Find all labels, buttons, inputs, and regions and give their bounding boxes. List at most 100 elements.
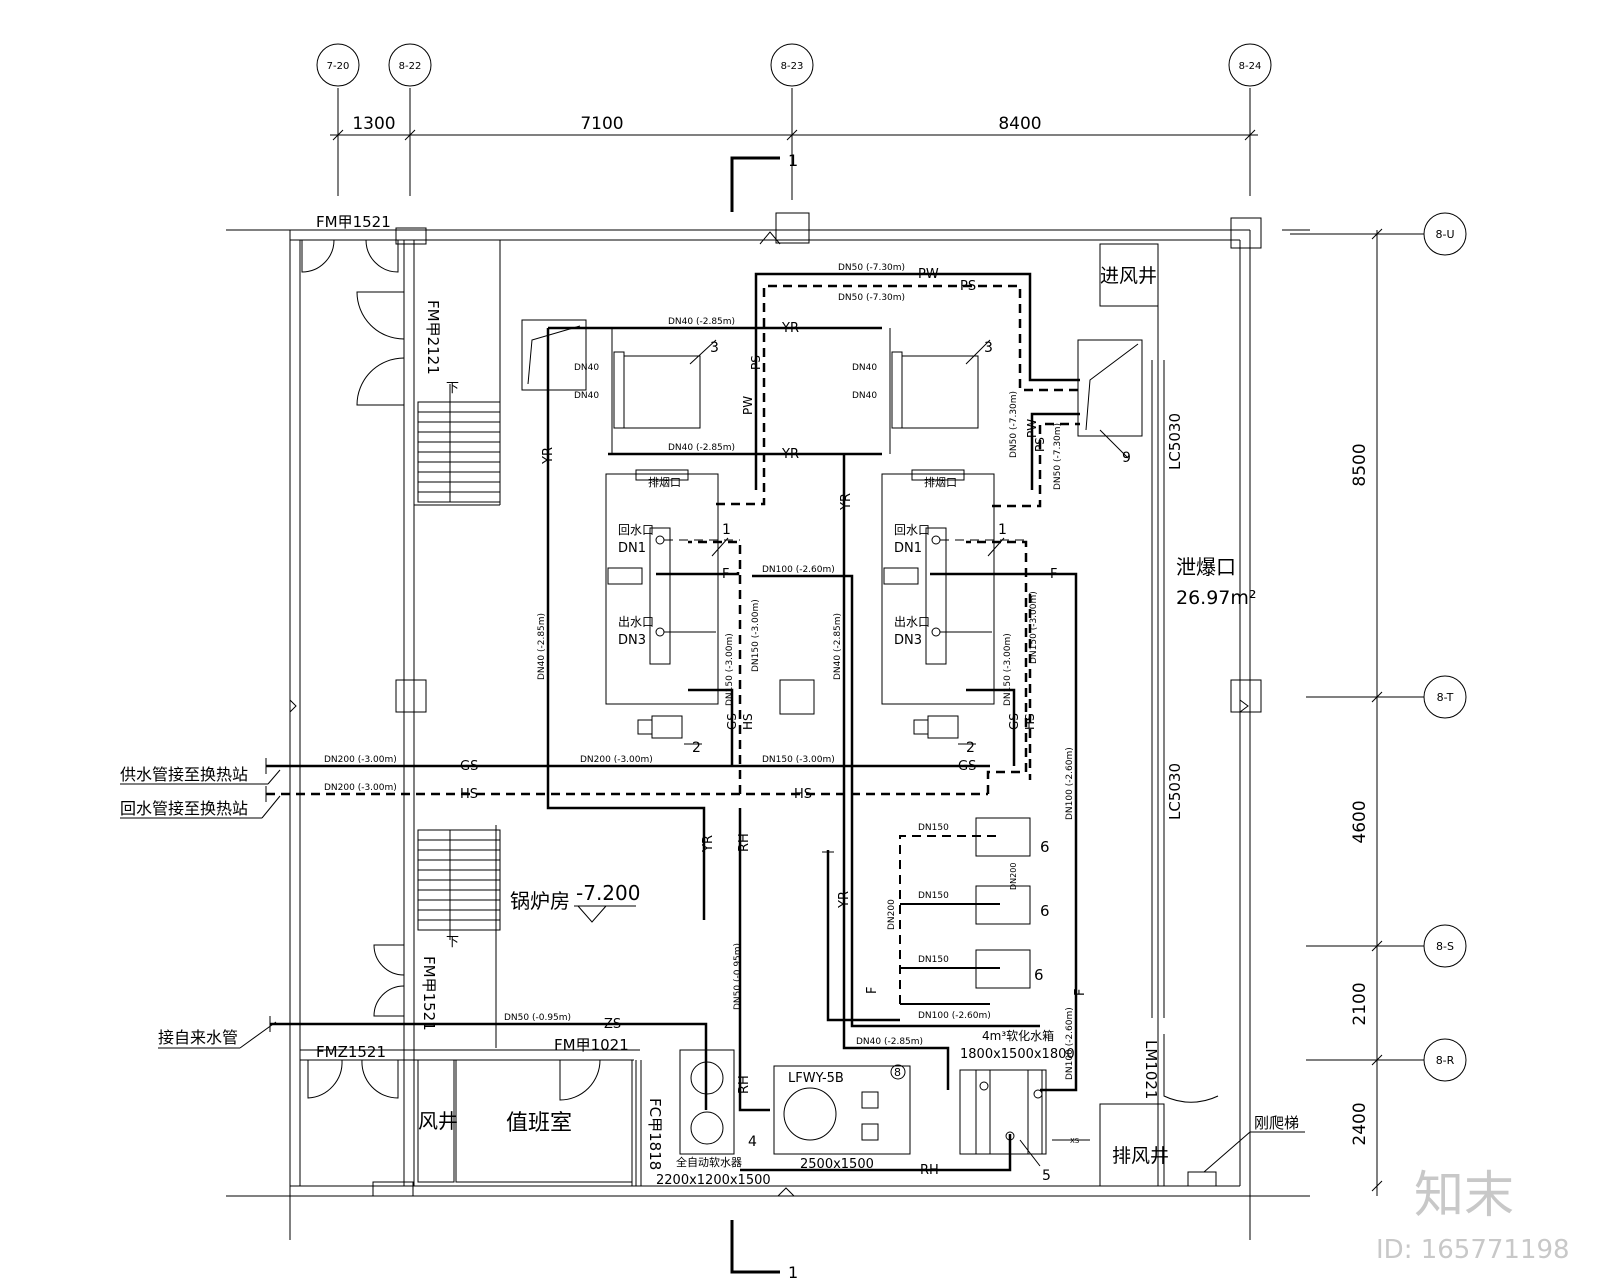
door-label-fmz1521: FMZ1521 — [316, 1043, 386, 1061]
room-vent-shaft: 风井 — [418, 1109, 458, 1133]
pipe-hs-riser-label-2: HS — [1023, 713, 1037, 730]
pipe-f-label-2: F — [1050, 567, 1057, 582]
axis-bubble-8-U — [1423, 212, 1467, 256]
valve-dn40-1: DN40 — [574, 363, 599, 373]
axis-bubble-8-23 — [770, 43, 814, 87]
pipe-hs-label-2: HS — [794, 787, 812, 802]
boiler1-outlet: 出水口 — [618, 615, 654, 629]
pipe-hs-label: HS — [460, 787, 478, 802]
return-to-station-label: 回水管接至换热站 — [120, 799, 248, 818]
pump-dn150-label-1: DN150 — [918, 823, 949, 833]
boiler2-return: 回水口 — [894, 523, 930, 537]
dim-8500: 8500 — [1350, 443, 1370, 486]
chimney-shaft — [1077, 339, 1143, 437]
axis-bubbles-top: 7-20 8-22 8-23 8-24 — [316, 43, 1272, 200]
pipe-pw-size: DN50 (-7.30m) — [838, 263, 905, 273]
pipe-f-size-3: DN100 (-2.60m) — [1065, 1007, 1075, 1080]
pump-dn150-label-2: DN150 — [918, 891, 949, 901]
pipe-yr-branch-label: YR — [701, 835, 716, 853]
pipe-pw-label: PW — [918, 267, 939, 282]
axis-label-8-T: 8-T — [1437, 691, 1454, 704]
pipe-hs-size: DN200 (-3.00m) — [324, 783, 397, 793]
tag-5: 5 — [1042, 1168, 1051, 1184]
valve-dn40-2: DN40 — [574, 391, 599, 401]
pipe-yr-size-1: DN40 (-2.85m) — [668, 317, 735, 327]
external-connections: 供水管接至换热站 回水管接至换热站 接自来水管 — [120, 765, 281, 1049]
dimension-top: 1300 7100 8400 — [330, 114, 1258, 141]
boiler1-return: 回水口 — [618, 523, 654, 537]
pipe-pw-size-2: DN50 (-7.30m) — [1009, 391, 1019, 458]
axis-bubble-8-S — [1423, 924, 1467, 968]
tag-9: 9 — [1122, 450, 1131, 466]
softener-label: 全自动软水器 — [676, 1155, 742, 1169]
lfwy-size: 2500x1500 — [800, 1157, 874, 1172]
pipe-zs-label: ZS — [604, 1017, 621, 1032]
axis-bubble-7-20 — [316, 43, 360, 87]
boiler1-flue: 排烟口 — [648, 475, 681, 489]
stairs: 下下 — [417, 381, 501, 950]
pipe-f-label-1: F — [722, 567, 729, 582]
door-label-lm1021: LM1021 — [1142, 1040, 1160, 1099]
boiler2-outlet: 出水口 — [894, 615, 930, 629]
pipe-yr-mid-size: DN40 (-2.85m) — [833, 613, 843, 680]
water-softener — [679, 1049, 735, 1155]
pipe-rh-size: DN50 (-0.95m) — [733, 943, 743, 1010]
pipes: DN200 (-3.00m) GS DN200 (-3.00m) DN150 (… — [265, 263, 1090, 1178]
pipe-pw-vert-label: PW — [741, 396, 755, 415]
door-label-fc1818: FC甲1818 — [646, 1098, 664, 1170]
boiler-room-elevation: -7.200 — [576, 881, 640, 905]
section-mark-top: 1 — [788, 151, 798, 170]
pipe-yr-label-1: YR — [781, 321, 799, 336]
ladder-label: 刚爬梯 — [1254, 1114, 1299, 1132]
valve-dn40-4: DN40 — [852, 391, 877, 401]
tag-3-b: 3 — [984, 340, 993, 356]
axis-label-8-23: 8-23 — [781, 61, 804, 72]
pipe-f-size-2: DN100 (-2.60m) — [1065, 747, 1075, 820]
tank-title: 4m³软化水箱 — [982, 1028, 1054, 1043]
watermark: 知末 ID: 165771198 — [1376, 1166, 1570, 1265]
pipe-dn150-label-1: DN150 (-3.00m) — [725, 633, 735, 706]
room-exhaust-shaft: 排风井 — [1112, 1145, 1169, 1167]
tank-size: 1800x1500x1800 — [960, 1047, 1075, 1062]
boiler2-flue: 排烟口 — [924, 475, 957, 489]
boiler-1 — [605, 473, 719, 705]
tag-6-c: 6 — [1034, 966, 1044, 984]
pipe-gs-size-2: DN200 (-3.00m) — [580, 755, 653, 765]
door-label-fm1521-stair: FM甲1521 — [420, 956, 438, 1031]
axis-label-8-R: 8-R — [1436, 1054, 1455, 1067]
boiler1-dn1: DN1 — [618, 541, 646, 556]
pipe-dn150-label-4: DN150 (-3.00m) — [1029, 591, 1039, 664]
tag-6-b: 6 — [1040, 902, 1050, 920]
pipe-gs-size-3: DN150 (-3.00m) — [762, 755, 835, 765]
axis-bubble-8-24 — [1228, 43, 1272, 87]
equipment: 3 3 排烟口 排烟口 回水口 DN1 出水口 DN3 回水口 DN1 出水口 … — [521, 319, 1143, 1188]
relief-opening-area: 26.97m² — [1176, 587, 1257, 609]
pump-dn100-label: DN100 (-2.60m) — [918, 1011, 991, 1021]
pipe-xs-label: XS — [1070, 1137, 1080, 1145]
pipe-ps-vert-label-2: PS — [1033, 437, 1047, 452]
pump-1 — [975, 817, 1031, 857]
valve-dn40-3: DN40 — [852, 363, 877, 373]
burner-unit-1 — [623, 355, 701, 429]
pipe-yr-vert-size: DN40 (-2.85m) — [537, 613, 547, 680]
tag-6-a: 6 — [1040, 838, 1050, 856]
tag-4: 4 — [748, 1134, 757, 1150]
pipe-yr-vert-label: YR — [541, 447, 556, 465]
pipe-yr-label-2: YR — [781, 447, 799, 462]
pump-dn150-label-3: DN150 — [918, 955, 949, 965]
boiler2-dn1: DN1 — [894, 541, 922, 556]
axis-label-7-20: 7-20 — [327, 61, 350, 72]
room-boiler-room: 锅炉房 — [510, 889, 570, 913]
pipe-pw-vert-label-2: PW — [1025, 419, 1039, 438]
window-label-lc5030-a: LC5030 — [1166, 413, 1184, 470]
door-label-fm1021: FM甲1021 — [554, 1036, 629, 1054]
pipe-f-size-1: DN100 (-2.60m) — [762, 565, 835, 575]
window-label-lc5030-b: LC5030 — [1166, 763, 1184, 820]
supply-to-station-label: 供水管接至换热站 — [120, 765, 248, 784]
pump-2 — [975, 885, 1031, 925]
axis-label-8-22: 8-22 — [399, 61, 422, 72]
dim-8400: 8400 — [998, 114, 1041, 134]
door-label-fm1521-top: FM甲1521 — [316, 213, 391, 231]
